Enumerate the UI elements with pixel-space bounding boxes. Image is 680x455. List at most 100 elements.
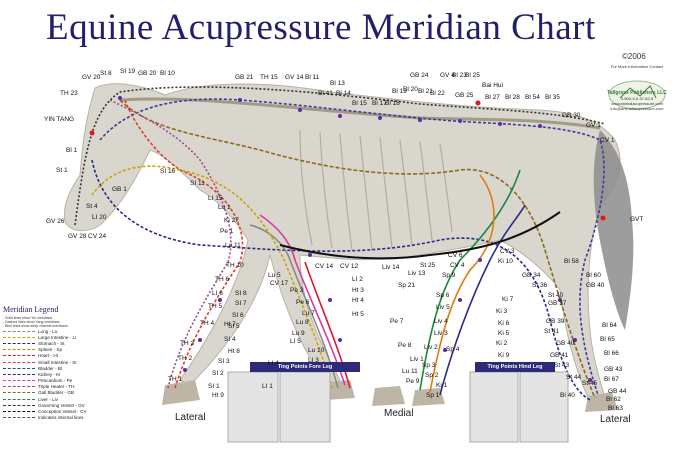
acupoint-label: Lu 10 [308,347,324,354]
tail [594,130,634,330]
acupoint-label: Pe 6 [296,299,309,306]
acupoint-label: Ht 7 [224,321,236,328]
acupoint-label: SI 16 [160,168,175,175]
legend-label: Governing Vessel - GV [38,403,85,408]
acupoint-label: St 40 [548,292,563,299]
ting-hind-header: Ting Points Hind Leg [475,362,555,372]
acupoint-label: Bl 22 [430,90,445,97]
acupoint-label: Ht 4 [352,297,364,304]
legend-label: Small Intestine - SI [38,360,77,365]
view-label-lateral: Lateral [600,414,631,425]
acupoint-label: GB 40 [586,282,604,289]
acupoint-label: Pe 8 [398,342,411,349]
acupoint-label: Ht 3 [352,287,364,294]
legend-label: Lung - Lu [38,329,57,334]
acupoint-label: CV 17 [270,280,288,287]
publisher-block: For More Information Contact Tallgrass P… [604,64,670,111]
legend-label: Conception Vessel - CV [38,409,87,414]
acupoint-label: Bl 40 [560,392,575,399]
acupoint-label: Ki 7 [502,296,513,303]
legend-title: Meridian Legend [3,305,118,314]
acupoint-label: GB 41 [550,352,568,359]
ting-fore-header: Ting Points Fore Leg [250,362,360,372]
legend-line-swatch [3,349,35,350]
acupoint-label: Lu 1 [218,204,231,211]
acupoint-label: SI 2 [212,370,224,377]
acupoint-label: LI 5 [290,338,301,345]
legend-label: Stomach - St [38,341,65,346]
acupoint-label: Liv 14 [382,264,399,271]
acupoint-label: Pe 7 [390,318,403,325]
view-label-lateral: Lateral [175,412,206,423]
legend-item: Indicates internal lines [3,415,118,421]
acupoint-label: Bl 64 [602,322,617,329]
acupoint-label: Bl 18 [385,100,400,107]
acupoint-label: St 41 [544,328,559,335]
acupoint-label: CV 3 [500,248,514,255]
acupoint-label: Ki 9 [498,352,509,359]
acupoint-label: Lu 11 [225,242,241,249]
acupoint-label: CV 6 [448,252,462,259]
acupoint-label: Bl 35 [545,94,560,101]
acupoint-label: Ht 5 [352,311,364,318]
acupoint-label: CV 14 [315,263,333,270]
acupoint-label: GB 1 [112,186,127,193]
acupoint-label: TH 3 [180,340,194,347]
acupoint-label: CV 24 [88,233,106,240]
acupoint-label: Liv 2 [424,344,438,351]
acupoint-label: Sp 3 [422,362,435,369]
acupoint-label: Bl 27 [485,94,500,101]
acupoint-label: LI 2 [352,276,363,283]
acupoint-label: GB 24 [410,72,428,79]
acupoint-label: TH 6 [215,276,229,283]
horse-body-silhouette [64,84,620,402]
acupoint-label: Bl 10 [160,70,175,77]
acupoint-label: SI 4 [224,336,236,343]
ting-fore-inset [228,372,330,442]
chart-title: Equine Acupressure Meridian Chart [46,6,676,49]
acupoint-label: Bl 41 [318,90,333,97]
acupoint-label: Ht 8 [228,348,240,355]
legend-line-swatch [3,399,35,400]
legend-line-swatch [3,417,35,418]
acupoint-label: GB 43 [604,366,622,373]
acupoint-label: Bl 14 [336,90,351,97]
acupoint-label: St 1 [56,167,68,174]
acupoint-label: LI 1 [262,383,273,390]
legend-line-swatch [3,386,35,387]
acupoint-label: Bl 20 [403,86,418,93]
acupoint-label: St 25 [420,262,435,269]
legend-label: Bladder - Bl [38,366,62,371]
acupoint-label: Lu 11 [402,368,418,375]
acupoint-label: GV 26 [46,218,64,225]
acupoint-label: SI 6 [232,312,244,319]
legend-label: Large Intestine - LI [38,335,76,340]
acupoint-label: TH 5 [208,303,222,310]
acupoint-label: Bl 54 [525,94,540,101]
acupoint-label: GV 20 [82,74,100,81]
view-label-medial: Medial [384,408,413,419]
acupoint-label: CV 4 [450,262,464,269]
acupoint-label: St 4 [86,203,98,210]
acupoint-label: SI 19 [120,68,135,75]
acupoint-label: Ki 3 [496,308,507,315]
meridian-legend: Meridian Legend - Solid lines show Yin m… [3,305,118,421]
acupoint-label: GV 14 [285,74,303,81]
acupoint-label: Liv 4 [434,318,448,325]
acupoint-label: Sp 21 [398,282,415,289]
acupoint-label: SI 11 [190,180,205,187]
acupoint-label: GB 39 [546,318,564,325]
acupoint-label: TH 1 [168,376,182,383]
acupoint-label: St 8 [100,70,112,77]
acupoint-label: Sp 9 [442,272,455,279]
acupoint-label: Sp 6 [436,292,449,299]
acupoint-label: GB 21 [235,74,253,81]
publisher-line: info@animalacupressure.com [604,106,670,111]
acupoint-label: Lu 5 [268,272,281,279]
acupoint-label: Bl 58 [564,258,579,265]
legend-line-swatch [3,380,35,381]
legend-line-swatch [3,374,35,375]
legend-line-swatch [3,405,35,406]
acupoint-label: LI 4 [268,360,279,367]
